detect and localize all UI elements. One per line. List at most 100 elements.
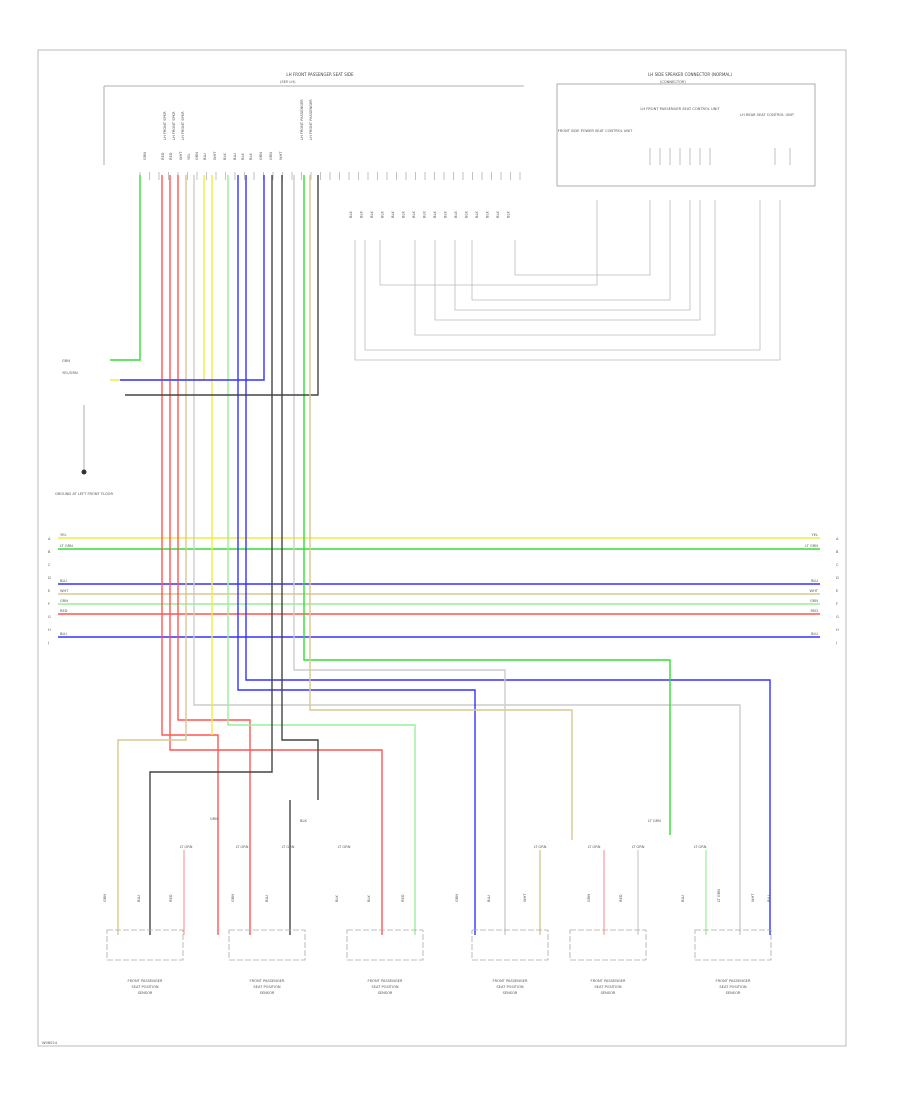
splice-label: LT GRN (694, 845, 707, 849)
ground-label: GROUND AT LEFT FRONT FLOOR (55, 492, 113, 496)
component-group (106, 929, 772, 961)
bottom-wire-label: RED (169, 894, 173, 902)
wire-group (58, 172, 820, 935)
bottom-wire-label: GRN (103, 894, 107, 902)
gray-wire (364, 200, 761, 351)
bus-label-left: WHT (60, 589, 69, 593)
component-label: FRONT PASSENGER (591, 979, 626, 983)
component-box (346, 929, 424, 961)
bus-label-left: YEL (60, 533, 66, 537)
splice-label: LT GRN (180, 845, 193, 849)
top-pin-label: BLK (223, 153, 227, 160)
component-label: SENSOR (138, 991, 153, 995)
top-vertical-label: LH FRONT PASSENGER (300, 99, 304, 140)
bottom-wire-label: BLU (767, 895, 771, 902)
row-letter: J (47, 641, 49, 645)
top-pin-label: GRN (269, 152, 273, 160)
bus-label-right: WHT (810, 589, 819, 593)
harness-wire (245, 175, 771, 935)
top-pin-label: BLU (203, 153, 207, 160)
component-label: FRONT PASSENGER (493, 979, 528, 983)
mid-pin-label: BLK (454, 211, 458, 218)
harness-wire (169, 175, 383, 935)
gray-wire (414, 200, 716, 336)
row-letter: H (836, 628, 839, 632)
mid-note: GRN (210, 817, 218, 821)
bottom-wire-label: WHT (751, 893, 755, 902)
bus-label-right: BLU (811, 579, 818, 583)
box-pins (649, 148, 791, 165)
component-4 (471, 929, 549, 961)
bottom-wire-label: BLU (681, 895, 685, 902)
bottom-wire-label: GRN (231, 894, 235, 902)
mid-note: BLK (300, 819, 307, 823)
bottom-wire-label: GRN (455, 894, 459, 902)
component-label: SEAT POSITION (371, 985, 398, 989)
header-right: LH SIDE SPEAKER CONNECTOR (NORMAL) (CONN… (556, 72, 816, 187)
mid-pin-label: BLK (423, 211, 427, 218)
row-letter: A (48, 537, 51, 541)
bottom-wire-label: BLK (335, 895, 339, 902)
bus-label-right: BLU (811, 632, 818, 636)
component-box (228, 929, 306, 961)
component-label: SENSOR (378, 991, 393, 995)
row-letter: E (48, 589, 51, 593)
top-pin-label: RED (161, 152, 165, 160)
row-letter: H (48, 628, 51, 632)
ground-icon (81, 469, 87, 475)
component-label: SEAT POSITION (253, 985, 280, 989)
mid-pin-label: BLK (402, 211, 406, 218)
ground-stub: GRN YEL/GRN GROUND AT LEFT FRONT FLOOR (55, 359, 113, 496)
splice-label: LT GRN (338, 845, 351, 849)
row-letter: J (835, 641, 837, 645)
gray-wire (379, 200, 598, 286)
component-label: SENSOR (503, 991, 518, 995)
top-pin-label: BLU (233, 153, 237, 160)
splice-label: LT GRN (588, 845, 601, 849)
component-label: FRONT PASSENGER (716, 979, 751, 983)
bottom-wire-label: GRN (587, 894, 591, 902)
mid-pin-label: BLK (507, 211, 511, 218)
top-vertical-label: LH FRONT SPKR (172, 111, 176, 140)
harness-wire (309, 175, 573, 840)
bottom-wire-label: RED (401, 894, 405, 902)
component-box (106, 929, 184, 961)
component-label: SEAT POSITION (594, 985, 621, 989)
mid-pin-label: BLK (370, 211, 374, 218)
bottom-wire-label: RED (619, 894, 623, 902)
gray-wire (514, 200, 651, 276)
harness-wire (293, 175, 506, 935)
harness-wire (125, 175, 319, 396)
stub-label-top: GRN (62, 359, 70, 363)
bus-label-left: GRN (60, 599, 68, 603)
top-pin-label: YEL (187, 154, 191, 160)
mid-pin-label: BLK (496, 211, 500, 218)
mid-pin-label: BLK (391, 211, 395, 218)
bottom-wire-label: BLK (367, 895, 371, 902)
top-pin-label: WHT (213, 151, 217, 160)
footer-code: W08024 (42, 1041, 58, 1045)
component-label: SEAT POSITION (496, 985, 523, 989)
bus-label-right: YEL (812, 533, 818, 537)
bottom-wire-label: BLU (265, 895, 269, 902)
harness-wire (120, 175, 265, 381)
top-vertical-label: LH FRONT PASSENGER (309, 99, 313, 140)
header-left-subtitle: (SEE LH) (280, 80, 296, 84)
harness-wire (177, 175, 251, 935)
header-left-title: LH FRONT PASSENGER SEAT SIDE (286, 72, 354, 77)
row-letter: C (48, 563, 51, 567)
top-pin-label: BLK (241, 153, 245, 160)
header-right-subtitle: (CONNECTOR) (660, 80, 686, 84)
component-label: SENSOR (726, 991, 741, 995)
row-letter: F (836, 602, 838, 606)
splice-label: LT GRN (632, 845, 645, 849)
box-left-text: FRONT SIDE POWER SEAT CONTROL UNIT (558, 129, 634, 133)
bottom-wire-label: LT GRN (717, 889, 721, 902)
bus-label-right: RED (810, 609, 818, 613)
row-letter: C (836, 563, 839, 567)
top-pin-label: BLK (249, 153, 253, 160)
component-2 (228, 929, 306, 961)
row-letter: B (48, 550, 51, 554)
splice-label: LT GRN (282, 845, 295, 849)
